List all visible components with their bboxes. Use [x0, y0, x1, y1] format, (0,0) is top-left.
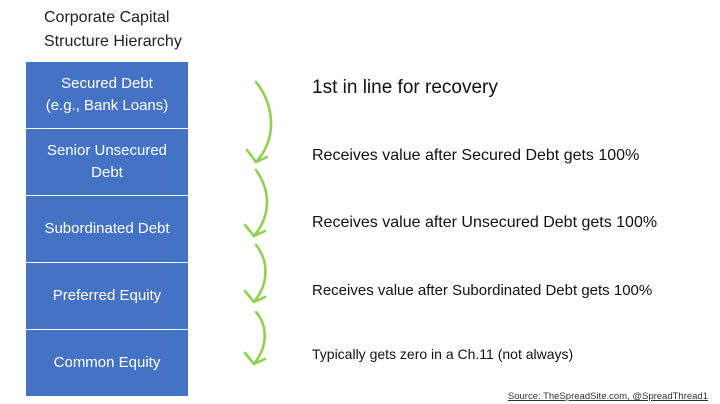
curved-arrow-1 [245, 80, 273, 164]
source-credit: Source: TheSpreadSite.com, @SpreadThread… [507, 391, 708, 402]
tier-common-equity: Common Equity [26, 330, 188, 396]
tier-subordinated-debt: Subordinated Debt [26, 196, 188, 262]
tier-label-line: Preferred Equity [52, 287, 162, 304]
tier-description-senior-unsecured: Receives value after Secured Debt gets 1… [312, 147, 640, 164]
tier-description-preferred: Receives value after Subordinated Debt g… [312, 282, 653, 299]
tier-description-common: Typically gets zero in a Ch.11 (not alwa… [312, 346, 574, 362]
tier-label-line: Debt [91, 164, 123, 181]
tier-senior-unsecured-debt: Senior Unsecured Debt [26, 129, 188, 195]
tier-label-line: Subordinated Debt [44, 220, 170, 237]
title-line-2: Structure Hierarchy [44, 33, 182, 50]
curved-arrow-3 [243, 243, 267, 304]
curved-arrow-2 [243, 168, 269, 238]
tier-label-line: (e.g., Bank Loans) [45, 97, 169, 114]
tier-preferred-equity: Preferred Equity [26, 263, 188, 329]
curved-arrow-4 [243, 310, 267, 366]
tier-secured-debt: Secured Debt (e.g., Bank Loans) [26, 62, 188, 128]
tier-label-line: Senior Unsecured [46, 142, 168, 159]
diagram-title: Corporate Capital Structure Hierarchy [44, 6, 244, 54]
tier-label-line: Common Equity [53, 354, 161, 371]
title-line-1: Corporate Capital [44, 9, 170, 26]
tier-description-subordinated: Receives value after Unsecured Debt gets… [312, 214, 658, 231]
tier-label-line: Secured Debt [61, 75, 153, 92]
tier-description-secured: 1st in line for recovery [312, 77, 498, 98]
